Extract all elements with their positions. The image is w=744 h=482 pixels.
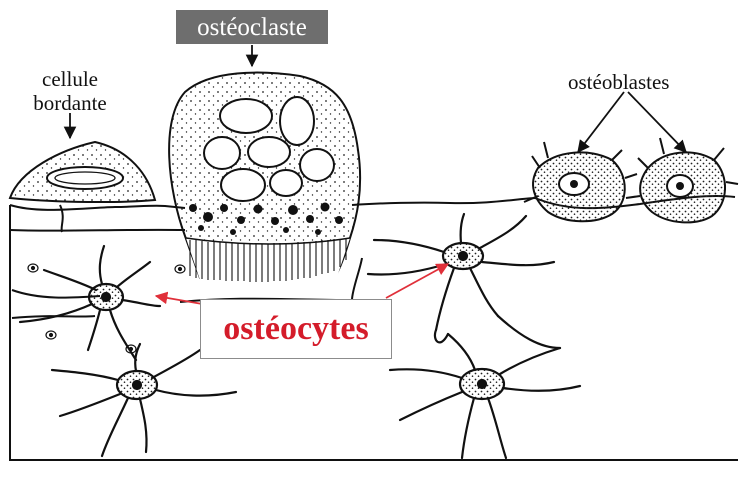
cellule-label-line2: bordante — [20, 91, 120, 115]
osteoclaste-label: ostéoclaste — [176, 10, 328, 44]
osteoclast — [169, 73, 360, 285]
osteoblastes-arrow-right — [628, 92, 686, 152]
osteocytes-label: ostéocytes — [200, 299, 392, 359]
osteocytes-arrow-right — [386, 264, 448, 298]
cellule-label-line1: cellule — [20, 67, 120, 91]
osteocyte-4 — [390, 334, 580, 458]
osteoblastes-label: ostéoblastes — [568, 72, 669, 93]
osteocyte-1 — [20, 246, 160, 360]
osteoblast-1 — [524, 142, 637, 221]
osteoblast-2 — [626, 138, 738, 222]
cellule-bordante-label: cellule bordante — [20, 67, 120, 115]
osteoblasts — [524, 138, 738, 222]
osteoblastes-arrow-left — [578, 92, 624, 152]
osteocyte-2 — [52, 344, 236, 456]
osteocyte-3 — [368, 214, 554, 330]
lining-cell — [10, 142, 155, 202]
